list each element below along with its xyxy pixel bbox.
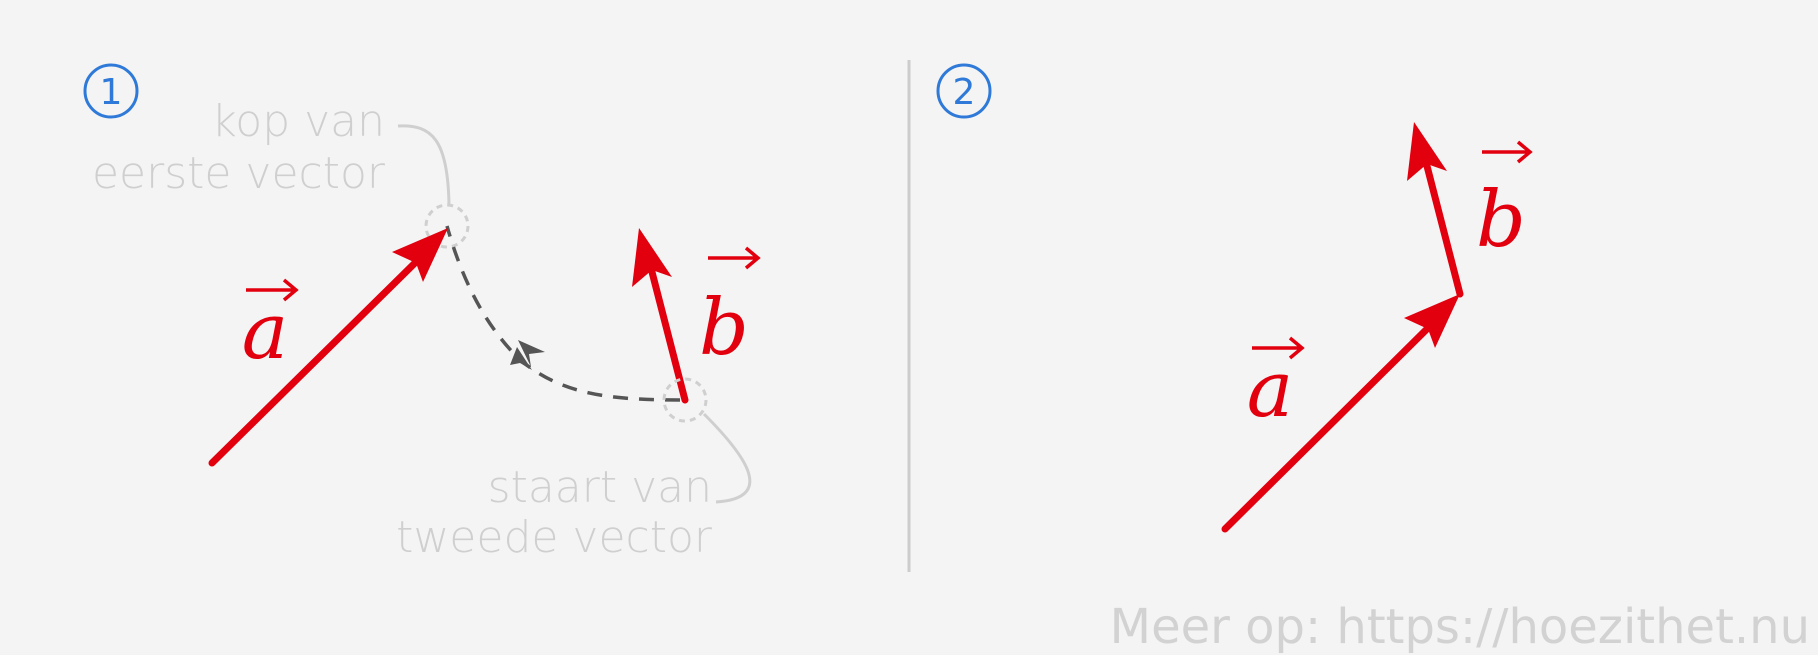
label-head-line2: eerste vector	[92, 148, 386, 199]
label-head-line1: kop van	[211, 96, 385, 147]
leader-line-tail	[702, 412, 752, 504]
vector-b-label-panel1: b	[699, 283, 749, 373]
highlight-tail	[662, 377, 708, 423]
vector-b-panel2	[1407, 122, 1464, 298]
vector-b-panel1	[632, 228, 689, 404]
highlight-head	[424, 203, 470, 249]
panel-2: 2 a b	[936, 63, 1533, 533]
vector-a-label-panel1: a	[242, 287, 289, 377]
leader-line-head	[397, 124, 451, 206]
footer-source-link[interactable]: Meer op: https://hoezithet.nu	[1110, 599, 1810, 655]
dashed-path-arrowhead	[510, 347, 532, 370]
vector-b-label-panel2: b	[1476, 175, 1526, 265]
vector-a-overarrow-panel2	[1252, 336, 1305, 360]
vector-b-overarrow-panel1	[708, 246, 761, 270]
step-badge-2: 2	[936, 63, 992, 119]
step-badge-1: 1	[83, 63, 139, 119]
vector-b-overarrow-panel2	[1482, 140, 1533, 164]
step-number-2: 2	[953, 72, 976, 113]
label-tail-line1: staart van	[488, 462, 712, 513]
vector-a-label-panel2: a	[1247, 345, 1294, 435]
panel-1: 1 kop van eerste vector a b staart van t…	[83, 63, 761, 563]
step-number-1: 1	[100, 72, 123, 113]
vector-a-panel1	[208, 228, 448, 467]
label-tail-line2: tweede vector	[396, 512, 713, 563]
dashed-path-arrowhead-main	[518, 340, 545, 367]
vector-a-panel2	[1221, 294, 1460, 533]
vector-a-overarrow-panel1	[246, 278, 299, 302]
